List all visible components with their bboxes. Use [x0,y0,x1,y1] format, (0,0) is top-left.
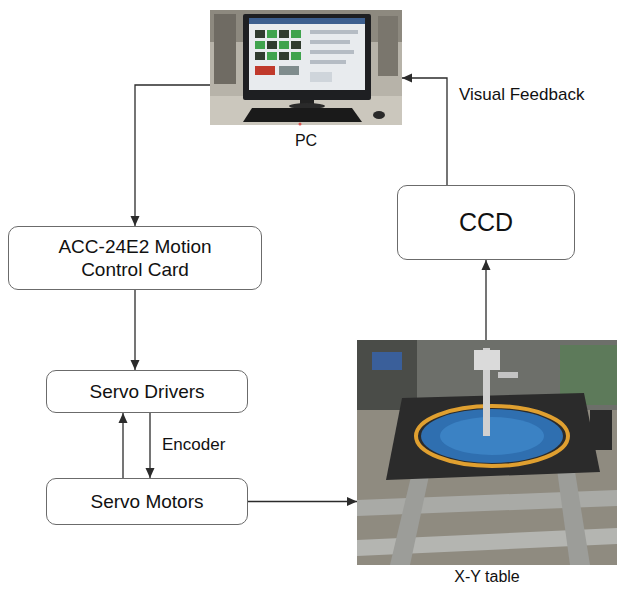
arrow-connector [122,413,123,478]
computer-photo [310,60,346,64]
x-y-table-photo [498,372,518,378]
computer-photo [210,10,402,125]
x-y-table-node: X-Y table [357,340,617,588]
x-y-table-photo [372,352,402,370]
x-y-table-photo [421,409,563,463]
computer-photo [255,52,265,60]
arrow-connector [248,501,357,502]
computer-photo [291,30,301,38]
computer-photo [249,18,365,24]
computer-photo [210,96,402,125]
x-y-table-photo [590,410,612,450]
x-y-table-photo [357,340,617,565]
edge-label: Encoder [160,435,227,455]
arrow-connector [485,260,486,340]
box-label: ACC-24E2 Motion Control Card [35,235,235,281]
computer-photo [255,66,275,75]
arrow-connector [134,290,135,370]
computer-photo [243,108,362,122]
computer-photo [279,41,289,49]
node-caption: PC [295,131,317,151]
computer-photo [378,16,398,76]
computer-photo [267,52,277,60]
computer-photo [267,41,277,49]
computer-photo [310,40,350,44]
computer-photo [279,52,289,60]
computer-photo [243,14,371,100]
computer-photo [373,111,385,119]
process-box: Servo Motors [46,478,248,525]
x-y-table-photo [386,393,600,480]
computer-photo [249,18,365,90]
x-y-table-photo [357,340,617,565]
arrow-connector [149,413,150,478]
computer-photo [291,52,301,60]
x-y-table-photo [440,417,544,455]
computer-photo [299,123,302,126]
computer-photo [255,41,265,49]
computer-photo [279,66,299,75]
x-y-table-photo [474,350,500,370]
node-caption: X-Y table [454,567,520,587]
process-box: ACC-24E2 Motion Control Card [8,226,262,290]
computer-photo [279,30,289,38]
computer-node: PC [210,10,402,152]
arrow-connector [135,85,210,226]
computer-photo [210,10,402,126]
computer-photo [310,30,358,34]
computer-photo [255,30,265,38]
process-box: Servo Drivers [46,370,248,413]
box-label: CCD [459,207,513,238]
computer-photo [267,30,277,38]
box-label: Servo Drivers [89,380,204,403]
computer-photo [310,72,332,82]
computer-photo [291,41,301,49]
edge-label: Visual Feedback [457,85,586,105]
arrow-connector [402,78,447,185]
computer-photo [214,14,236,84]
box-label: Servo Motors [91,490,204,513]
process-box: CCD [397,185,575,260]
computer-photo [310,50,354,54]
x-y-table-photo [416,406,568,466]
